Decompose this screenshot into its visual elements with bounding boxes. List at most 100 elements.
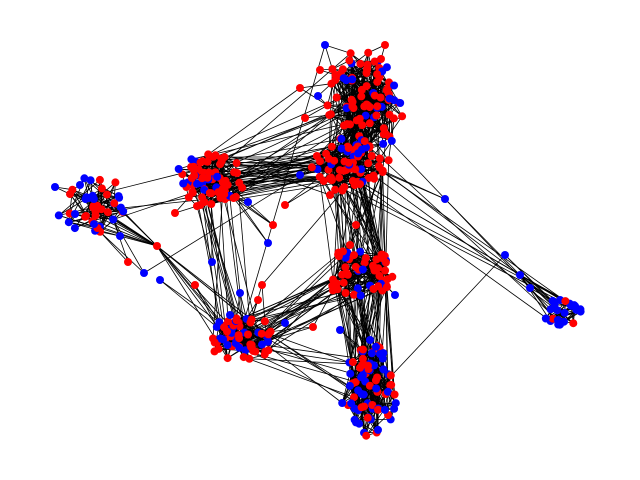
- graph-edge: [304, 105, 328, 119]
- graph-node-blue: [516, 271, 524, 279]
- graph-node-red: [364, 48, 373, 57]
- graph-edge: [156, 245, 233, 347]
- graph-node-red: [364, 159, 373, 168]
- graph-node-blue: [346, 369, 355, 378]
- graph-node-blue: [179, 179, 188, 188]
- graph-node-blue: [54, 211, 63, 220]
- graph-edge: [195, 81, 378, 162]
- graph-node-blue: [258, 340, 266, 349]
- graph-node-blue: [337, 144, 346, 153]
- graph-node-blue: [116, 232, 124, 240]
- graph-node-red: [350, 393, 358, 402]
- graph-node-blue: [187, 155, 196, 164]
- graph-node-blue: [235, 343, 244, 352]
- graph-node-red: [350, 251, 358, 260]
- graph-node-red: [370, 91, 379, 100]
- graph-node-blue: [355, 419, 364, 428]
- graph-node-red: [332, 93, 341, 102]
- graph-node-red: [381, 266, 390, 275]
- graph-node-red: [153, 242, 161, 250]
- graph-node-blue: [385, 94, 394, 103]
- graph-node-red: [210, 338, 219, 347]
- graph-node-blue: [358, 145, 366, 154]
- graph-edge: [268, 259, 350, 351]
- graph-edge: [235, 196, 269, 244]
- graph-node-red: [210, 347, 219, 356]
- graph-node-red: [348, 97, 357, 106]
- graph-node-blue: [560, 308, 569, 317]
- graph-node-red: [198, 157, 207, 166]
- graph-node-blue: [64, 218, 73, 227]
- graph-edge: [112, 219, 158, 247]
- graph-node-red: [346, 120, 354, 129]
- graph-edge: [207, 87, 301, 155]
- graph-node-red: [312, 152, 321, 160]
- graph-edge: [194, 284, 220, 323]
- graph-edge: [112, 219, 145, 274]
- graph-node-red: [329, 275, 337, 284]
- graph-node-blue: [361, 111, 370, 120]
- graph-edge: [159, 279, 220, 323]
- graph-edge: [324, 44, 333, 70]
- graph-node-red: [386, 371, 395, 380]
- graph-edge: [159, 279, 218, 328]
- graph-node-blue: [208, 258, 216, 266]
- graph-edge: [233, 113, 332, 199]
- graph-node-red: [363, 65, 371, 74]
- graph-node-blue: [396, 99, 405, 107]
- graph-edge: [261, 251, 344, 334]
- graph-node-blue: [86, 176, 95, 185]
- graph-node-red: [569, 319, 578, 328]
- graph-edge: [369, 385, 386, 411]
- graph-node-red: [258, 281, 266, 289]
- graph-edge: [382, 171, 386, 263]
- graph-node-red: [367, 152, 376, 160]
- graph-edge: [156, 245, 252, 320]
- graph-node-red: [264, 330, 273, 339]
- graph-node-red: [375, 162, 383, 171]
- graph-node-red: [171, 209, 179, 217]
- graph-node-red: [381, 41, 389, 49]
- graph-node-blue: [281, 319, 289, 327]
- graph-node-red: [238, 183, 247, 192]
- graph-node-blue: [174, 165, 183, 173]
- graph-node-red: [97, 205, 106, 214]
- graph-node-red: [360, 258, 369, 267]
- graph-node-red: [68, 185, 77, 194]
- graph-node-red: [561, 297, 570, 306]
- graph-node-blue: [296, 171, 304, 179]
- graph-edge: [351, 63, 403, 117]
- graph-node-blue: [338, 399, 347, 407]
- graph-edge: [299, 87, 328, 106]
- graph-node-blue: [347, 399, 356, 408]
- graph-node-blue: [264, 337, 272, 346]
- graph-node-red: [246, 318, 255, 327]
- graph-node-red: [234, 331, 243, 340]
- graph-node-red: [244, 330, 252, 339]
- graph-node-red: [330, 156, 339, 165]
- graph-edge: [336, 283, 355, 398]
- graph-node-blue: [501, 251, 509, 259]
- graph-edge: [379, 167, 383, 259]
- graph-node-red: [97, 184, 106, 193]
- graph-node-red: [341, 289, 350, 297]
- graph-node-red: [344, 144, 353, 152]
- graph-node-red: [219, 178, 228, 187]
- graph-node-red: [307, 163, 316, 172]
- graph-node-blue: [337, 134, 346, 143]
- graph-node-red: [103, 208, 112, 217]
- graph-node-red: [373, 102, 382, 111]
- graph-node-red: [103, 190, 111, 199]
- graph-node-red: [338, 186, 347, 195]
- graph-node-red: [365, 119, 374, 128]
- graph-edge: [68, 221, 158, 247]
- graph-node-red: [261, 347, 270, 356]
- graph-node-blue: [80, 174, 89, 183]
- graph-node-red: [254, 296, 262, 304]
- graph-node-red: [382, 283, 391, 292]
- graph-node-red: [188, 187, 197, 196]
- graph-node-red: [369, 285, 378, 293]
- graph-node-blue: [379, 139, 388, 148]
- graph-node-blue: [357, 373, 366, 382]
- graph-node-red: [373, 70, 382, 79]
